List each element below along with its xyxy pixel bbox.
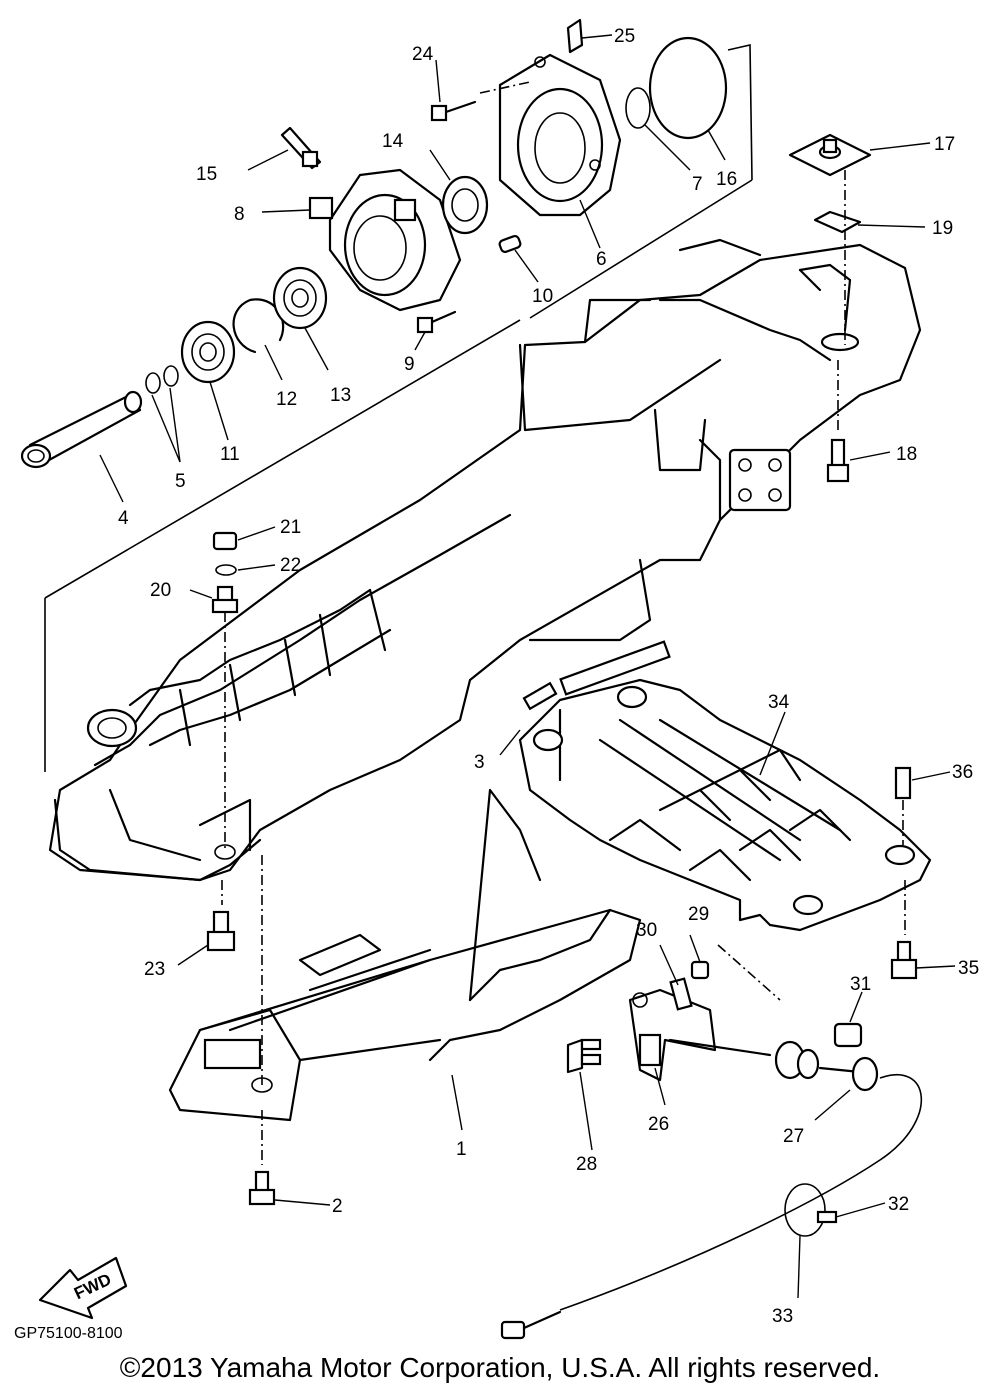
callout-29: 29: [688, 904, 709, 925]
bearing-housing: [308, 168, 462, 312]
fwd-arrow: FWD: [38, 1256, 128, 1320]
svg-text:FWD: FWD: [71, 1270, 114, 1304]
bolt-35: [890, 940, 918, 980]
tab-washer: [566, 18, 584, 54]
pump-base-block: [168, 958, 442, 1122]
bolts-28: [566, 1038, 602, 1074]
dowel-pin: [498, 234, 522, 254]
callout-31: 31: [850, 974, 871, 995]
bearing-13: [272, 266, 328, 330]
intake-duct: [228, 788, 642, 1062]
clip-30: [669, 977, 693, 1011]
steering-cable: [500, 1038, 923, 1340]
callout-22: 22: [280, 555, 301, 576]
callout-32: 32: [888, 1194, 909, 1215]
plate-17: [788, 133, 872, 177]
bearing-14: [441, 175, 489, 235]
callout-34: 34: [768, 692, 790, 713]
seal-ring-b: [163, 365, 179, 387]
callout-23: 23: [144, 959, 165, 980]
callout-8: 8: [234, 204, 245, 225]
callout-21: 21: [280, 517, 301, 538]
callout-30: 30: [636, 920, 657, 941]
bolt-18: [826, 438, 850, 483]
alignment-lines: [221, 81, 906, 1165]
callout-33: 33: [772, 1306, 793, 1327]
callout-15: 15: [196, 164, 217, 185]
callout-35: 35: [958, 958, 979, 979]
bolt-24: [430, 100, 477, 122]
nut-21: [212, 531, 238, 551]
callout-17: 17: [934, 134, 955, 155]
bearing-11: [180, 320, 236, 384]
callout-12: 12: [276, 389, 297, 410]
nut-29: [690, 960, 710, 980]
callout-7: 7: [692, 174, 703, 195]
bushing-31: [833, 1022, 863, 1048]
callout-28: 28: [576, 1154, 597, 1175]
cable-bracket: [628, 988, 717, 1082]
callout-26: 26: [648, 1114, 669, 1135]
assembly-frame: [44, 44, 753, 772]
callout-19: 19: [932, 218, 953, 239]
callout-3: 3: [474, 752, 485, 773]
callout-1: 1: [456, 1139, 467, 1160]
callout-11: 11: [220, 444, 240, 465]
copyright-notice: ©2013 Yamaha Motor Corporation, U.S.A. A…: [119, 1352, 881, 1383]
callout-16: 16: [716, 169, 737, 190]
o-ring-large: [648, 36, 728, 140]
bolt-15: [280, 126, 322, 170]
callout-18: 18: [896, 444, 917, 465]
callout-10: 10: [532, 286, 553, 307]
bolt-9: [416, 310, 457, 334]
callout-13: 13: [330, 385, 351, 406]
drive-shaft: [20, 390, 143, 469]
intake-grate: [518, 640, 932, 932]
callout-27: 27: [783, 1126, 804, 1147]
callout-14: 14: [382, 131, 404, 152]
drawing-code: GP75100-8100: [14, 1325, 123, 1342]
callout-labels: 1 2 3 4 5 6 7 8 9 10 11 12 13 14 15 16: [99, 26, 979, 1327]
callout-6: 6: [596, 249, 607, 270]
washer-19: [813, 210, 862, 234]
seal-ring-a: [145, 372, 161, 394]
stud-36: [894, 766, 912, 800]
o-ring-small: [625, 87, 651, 129]
cover-plate: [498, 53, 622, 217]
washer-22: [215, 564, 237, 576]
stud-20: [211, 585, 239, 614]
callout-24: 24: [412, 44, 434, 65]
callout-2: 2: [332, 1196, 343, 1217]
callout-4: 4: [118, 508, 129, 529]
callout-20: 20: [150, 580, 171, 601]
bolt-2: [248, 1170, 276, 1206]
callout-9: 9: [404, 354, 415, 375]
callout-25: 25: [614, 26, 635, 47]
bolt-23: [206, 910, 236, 952]
callout-5: 5: [175, 471, 186, 492]
jet-pump-housing: [48, 238, 922, 882]
callout-36: 36: [952, 762, 973, 783]
